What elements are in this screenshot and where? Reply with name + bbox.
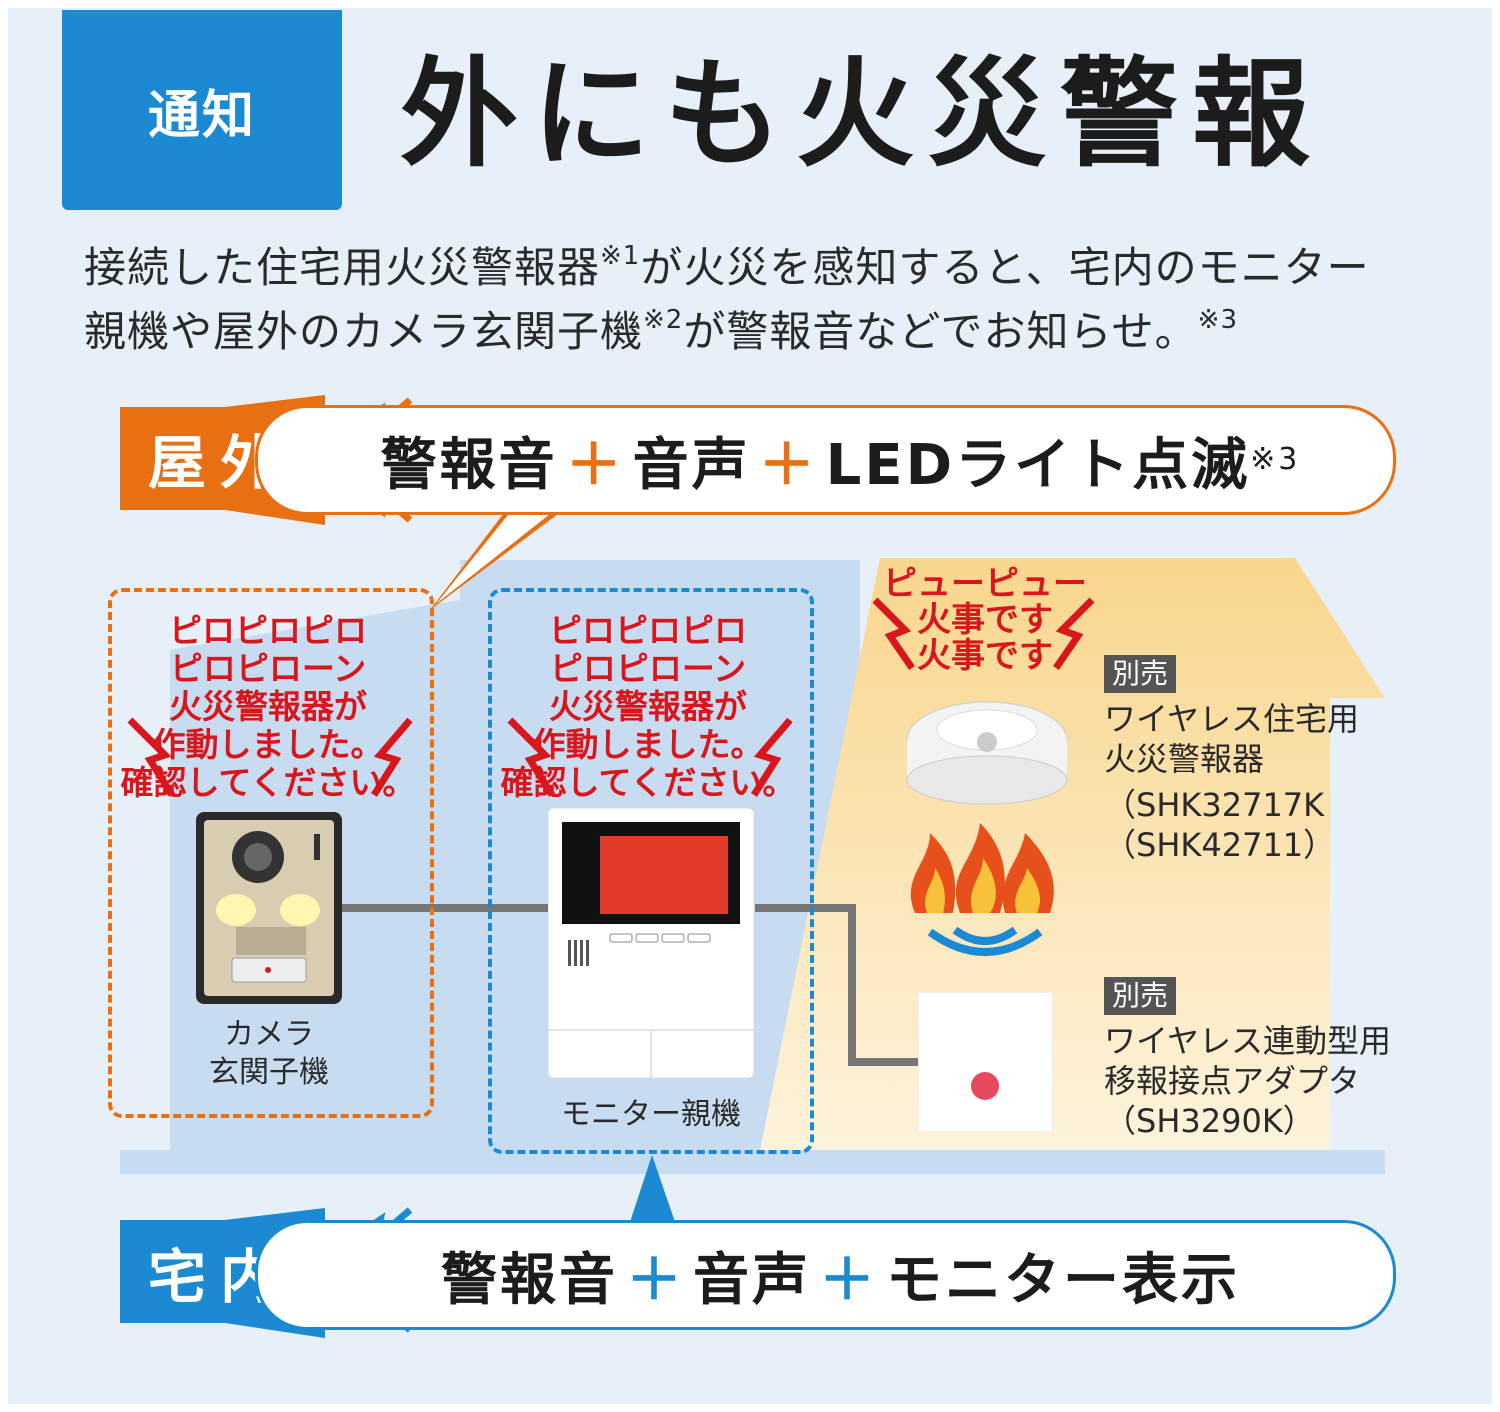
outdoor-alert-summary: 警報音＋音声＋LEDライト点滅※3 <box>255 405 1396 515</box>
camera-unit-frame <box>108 588 434 1118</box>
house-shape <box>760 558 1385 1150</box>
monitor-unit-image <box>548 808 754 1078</box>
lightning-icon <box>872 597 915 670</box>
indoor-callout-pointer <box>630 1155 675 1222</box>
sold-separately-badge: 別売 <box>1104 655 1177 693</box>
wire-monitor-adapter <box>755 904 918 1066</box>
alarm-sound-message: ピューピュー 火事です 火事です <box>883 564 1087 676</box>
fire-icon <box>910 823 1054 913</box>
adapter-image <box>918 992 1053 1132</box>
monitor-alert-message: ピロピロピロ ピロピローン 火災警報器が 作動しました。 確認してください。 <box>500 611 796 802</box>
lightning-icon <box>127 717 175 797</box>
category-tag: 通知 <box>62 10 342 210</box>
adapter-product-info: 別売 ワイヤレス連動型用 移報接点アダプタ （SH3290K） <box>1104 977 1392 1140</box>
monitor-label: モニター親機 <box>561 1097 741 1132</box>
monitor-unit-frame <box>488 588 814 1154</box>
description-line-2: 親機や屋外のカメラ玄関子機※2が警報音などでお知らせ。※3 <box>84 305 1238 356</box>
fire-alarm-product-info: 別売 ワイヤレス住宅用 火災警報器 （SHK32717K （SHK42711） <box>1104 655 1360 864</box>
camera-alert-message: ピロピロピロ ピロピローン 火災警報器が 作動しました。 確認してください。 <box>120 611 416 802</box>
category-tag-label: 通知 <box>147 85 256 146</box>
lightning-icon <box>751 717 793 797</box>
fire-alarm-image <box>906 701 1068 805</box>
indoor-alert-summary: 警報音＋音声＋モニター表示 <box>255 1220 1396 1330</box>
outdoor-callout-pointer-inner <box>436 510 555 604</box>
lightning-icon <box>371 717 413 797</box>
outdoor-callout-pointer <box>430 505 570 610</box>
description: 接続した住宅用火災警報器※1が火災を感知すると、宅内のモニター 親機や屋外のカメ… <box>84 236 1370 364</box>
description-line-1: 接続した住宅用火災警報器※1が火災を感知すると、宅内のモニター <box>84 241 1370 292</box>
camera-door-station-image <box>196 812 342 1004</box>
page-title: 外にも火災警報 <box>400 45 1325 183</box>
camera-label: カメラ 玄関子機 <box>209 1017 329 1090</box>
sold-separately-badge: 別売 <box>1104 977 1177 1015</box>
wireless-signal-icon <box>927 926 1043 956</box>
floor-strip <box>120 1150 1385 1174</box>
lightning-icon <box>507 717 555 797</box>
lightning-icon <box>1053 597 1095 670</box>
